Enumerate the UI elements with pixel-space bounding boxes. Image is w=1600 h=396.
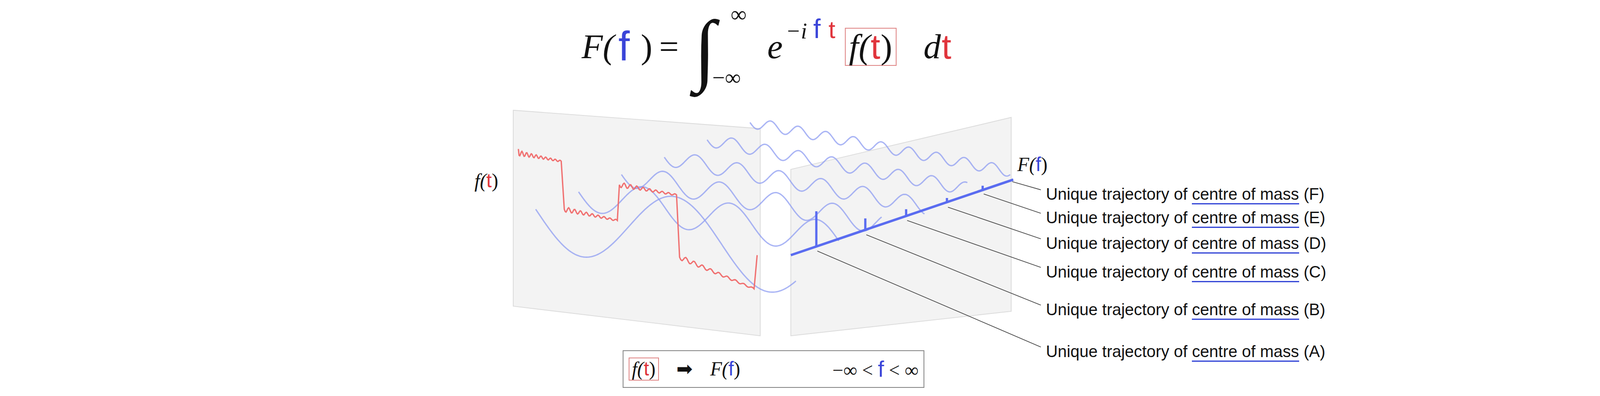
callout-text: centre of mass bbox=[1191, 235, 1299, 254]
spectrum-label: F(f) bbox=[1017, 154, 1048, 175]
axis-label: ) bbox=[1041, 155, 1048, 175]
sinusoid bbox=[621, 171, 882, 232]
spectrum-spikes bbox=[816, 185, 983, 247]
formula-symbol: f bbox=[618, 26, 630, 68]
callout-text: Unique trajectory of bbox=[1045, 301, 1188, 318]
trajectory-callout: Unique trajectory ofcentre of mass(B) bbox=[1045, 301, 1326, 320]
math-text: ) bbox=[649, 359, 656, 379]
formula-symbol: F( bbox=[581, 29, 615, 65]
arrow-symbol: ➡ bbox=[676, 358, 693, 379]
axis-label: F( bbox=[1017, 155, 1036, 175]
formula-symbol: d bbox=[923, 29, 942, 65]
sinusoid bbox=[750, 120, 1011, 177]
formula-symbol: t bbox=[941, 29, 952, 65]
callout-letter: (F) bbox=[1303, 185, 1325, 203]
trajectory-callout: Unique trajectory ofcentre of mass(D) bbox=[1045, 235, 1327, 254]
formula-symbol: e bbox=[767, 29, 783, 65]
callout-letter: (B) bbox=[1303, 301, 1326, 318]
formula-symbol: −∞ bbox=[712, 66, 742, 89]
time-signal-label: f(t) bbox=[474, 170, 498, 191]
math-text: < ∞ bbox=[888, 360, 919, 380]
formula-symbol: t bbox=[828, 17, 836, 42]
callout-text: centre of mass bbox=[1191, 301, 1299, 320]
formula-symbol: ) bbox=[880, 29, 893, 65]
formula-symbol: t bbox=[870, 29, 881, 65]
callout-text: centre of mass bbox=[1191, 263, 1299, 283]
callout-text: Unique trajectory of bbox=[1045, 343, 1188, 360]
math-text: f bbox=[877, 357, 885, 380]
callout-text: centre of mass bbox=[1191, 209, 1299, 228]
formula-symbol: −i bbox=[785, 19, 808, 43]
axis-label: f bbox=[1035, 154, 1042, 174]
math-text: −∞ < bbox=[832, 360, 874, 380]
mapping-box: f(t)➡F(f)−∞ <f< ∞ bbox=[622, 350, 925, 388]
callout-text: Unique trajectory of bbox=[1045, 209, 1188, 226]
math-text: f bbox=[728, 358, 734, 379]
frequency-axis bbox=[791, 179, 1014, 256]
leader-lines bbox=[817, 181, 1042, 348]
sinusoid bbox=[664, 154, 925, 214]
callout-text: Unique trajectory of bbox=[1045, 263, 1188, 280]
trajectory-callout: Unique trajectory ofcentre of mass(C) bbox=[1045, 263, 1327, 283]
trajectory-callout: Unique trajectory ofcentre of mass(A) bbox=[1045, 343, 1326, 362]
axis-label: ) bbox=[491, 171, 499, 191]
callout-letter: (E) bbox=[1303, 209, 1326, 226]
callout-letter: (A) bbox=[1303, 343, 1326, 360]
axis-label: f( bbox=[474, 171, 487, 191]
callout-text: Unique trajectory of bbox=[1045, 185, 1188, 203]
math-text: F( bbox=[710, 359, 729, 379]
math-text: ) bbox=[733, 359, 741, 379]
callout-letter: (D) bbox=[1303, 235, 1327, 252]
math-group: −∞ <f< ∞ bbox=[803, 357, 919, 380]
trajectory-callout: Unique trajectory ofcentre of mass(F) bbox=[1045, 185, 1325, 205]
sinusoid bbox=[707, 138, 968, 192]
math-text: t bbox=[643, 358, 650, 379]
callout-text: centre of mass bbox=[1191, 185, 1299, 205]
frequency-panel bbox=[791, 117, 1012, 336]
formula-symbol: f bbox=[813, 15, 821, 43]
formula-symbol: ∞ bbox=[730, 2, 747, 26]
formula-symbol: = bbox=[658, 29, 679, 65]
math-group: F(f) bbox=[710, 358, 741, 379]
formula-symbol: ) bbox=[641, 29, 653, 65]
sinusoid bbox=[535, 196, 797, 292]
callout-text: centre of mass bbox=[1191, 343, 1299, 362]
math-text: f( bbox=[632, 359, 645, 379]
callout-letter: (C) bbox=[1303, 263, 1327, 280]
formula-symbol: f( bbox=[849, 29, 871, 65]
axis-label: t bbox=[486, 170, 492, 191]
sinusoid-components bbox=[535, 120, 1011, 292]
square-wave-signal bbox=[518, 148, 758, 289]
trajectory-callout: Unique trajectory ofcentre of mass(E) bbox=[1045, 209, 1326, 228]
callout-text: Unique trajectory of bbox=[1045, 235, 1188, 252]
highlight-box: f(t) bbox=[628, 357, 659, 381]
